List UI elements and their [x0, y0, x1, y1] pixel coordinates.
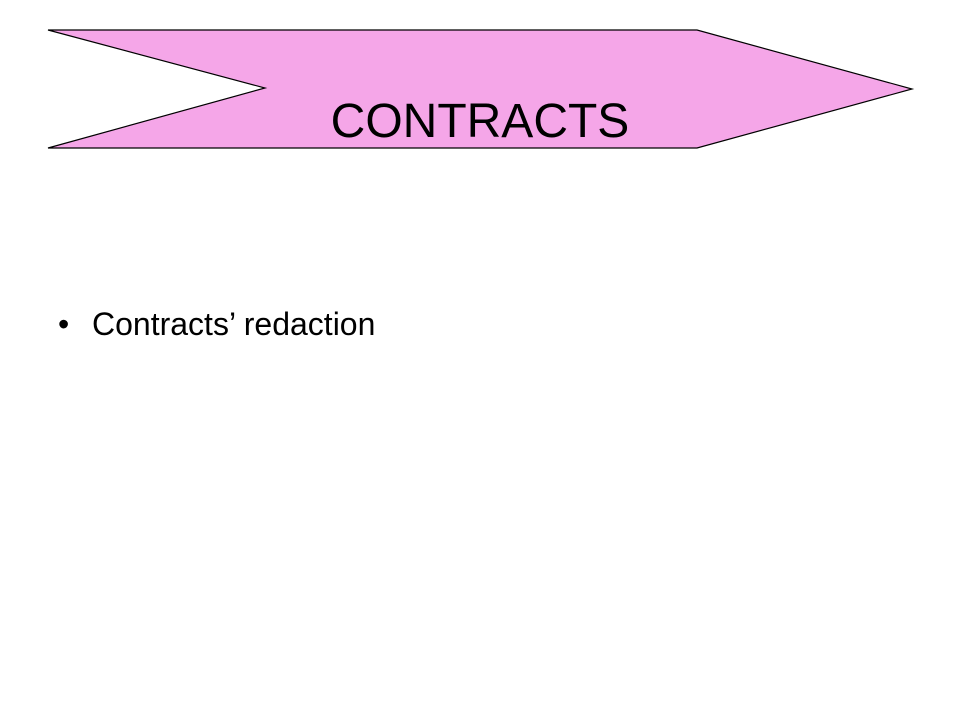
bullet-text: Contracts’ redaction [92, 306, 376, 342]
slide-title: CONTRACTS [330, 95, 630, 148]
title-banner [47, 29, 915, 149]
banner-shape [47, 29, 915, 149]
bullet-item: • Contracts’ redaction [58, 300, 375, 348]
bullet-list: • Contracts’ redaction [58, 300, 375, 348]
bullet-symbol: • [58, 306, 70, 342]
